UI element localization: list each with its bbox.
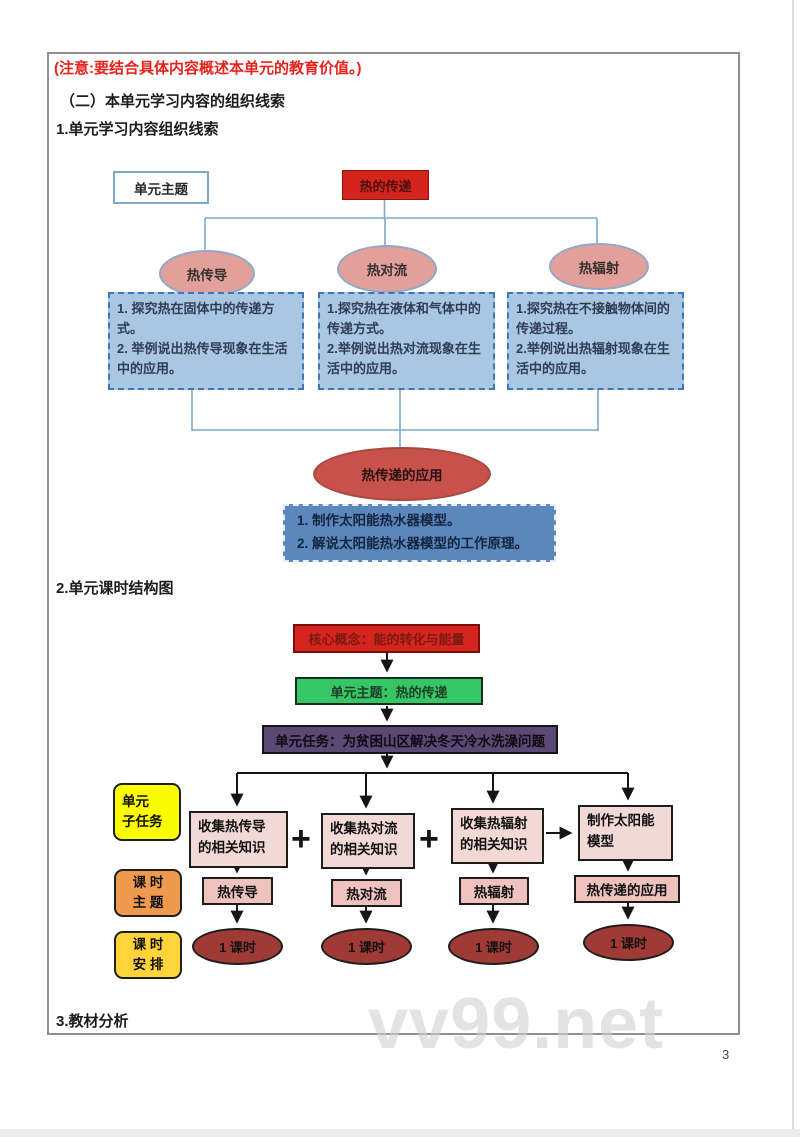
unit-theme-box: 单元主题：热的传递 [295,677,483,705]
subtask-line: 收集热对流 [330,821,398,836]
detail-line: 2. 举例说出热传导现象在生活中的应用。 [117,341,288,377]
subtask-line: 制作太阳能 [587,813,655,828]
row-label-line: 课 时 [132,875,164,891]
page-number: 3 [722,1047,730,1062]
application-detail-box: 1. 制作太阳能热水器模型。 2. 解说太阳能热水器模型的工作原理。 [283,504,556,562]
application-line: 2. 解说太阳能热水器模型的工作原理。 [297,535,529,551]
heading-2: 2.单元课时结构图 [56,580,174,597]
subtask-box-convection: 收集热对流 的相关知识 [321,813,415,869]
detail-box-convection: 1.探究热在液体和气体中的传递方式。 2.举例说出热对流现象在生活中的应用。 [318,292,495,390]
page-right-border [792,0,794,1137]
lesson-count-ellipse: 1 课时 [583,924,674,961]
lesson-topic-conduction: 热传导 [202,877,273,905]
subtask-box-radiation: 收集热辐射 的相关知识 [451,808,544,864]
lesson-topic-convection: 热对流 [331,879,402,907]
lesson-count-ellipse: 1 课时 [321,928,412,965]
subtask-line: 的相关知识 [198,839,266,855]
watermark: vv99.net [368,984,665,1064]
detail-box-radiation: 1.探究热在不接触物体间的传递过程。 2.举例说出热辐射现象在生活中的应用。 [507,292,684,390]
plus-sign: + [419,820,439,858]
branch-ellipse-conduction: 热传导 [159,250,255,297]
lesson-topic-radiation: 热辐射 [459,877,529,905]
heading-3: 3.教材分析 [56,1013,129,1030]
page-bottom-border [0,1129,800,1137]
root-node-heat-transfer: 热的传递 [342,170,429,200]
subtask-box-conduction: 收集热传导 的相关知识 [189,811,288,868]
row-label-line: 子任务 [122,814,163,829]
note-text: (注意:要结合具体内容概述本单元的教育价值。) [54,60,362,77]
detail-line: 2.举例说出热对流现象在生活中的应用。 [327,341,481,377]
row-label-line: 主 题 [132,895,164,910]
unit-task-box: 单元任务：为贫困山区解决冬天冷水洗澡问题 [262,725,558,754]
subtask-line: 的相关知识 [330,841,398,857]
row-label-lesson-schedule: 课 时 安 排 [114,931,182,979]
row-label-subtask: 单元 子任务 [113,783,181,841]
detail-box-conduction: 1. 探究热在固体中的传递方式。 2. 举例说出热传导现象在生活中的应用。 [108,292,304,390]
application-line: 1. 制作太阳能热水器模型。 [297,513,461,528]
heading-1: 1.单元学习内容组织线索 [56,121,219,138]
subtask-line: 收集热传导 [198,819,266,834]
subtask-line: 模型 [587,833,614,849]
subtask-box-solar-model: 制作太阳能 模型 [578,805,673,861]
subtask-line: 的相关知识 [460,836,528,852]
lesson-count-ellipse: 1 课时 [192,928,283,965]
application-ellipse: 热传递的应用 [313,447,491,501]
row-label-line: 安 排 [132,957,164,972]
branch-ellipse-radiation: 热辐射 [549,243,649,290]
subtask-line: 收集热辐射 [460,816,528,831]
detail-line: 2.举例说出热辐射现象在生活中的应用。 [516,341,670,377]
core-concept-box: 核心概念：能的转化与能量 [293,624,480,653]
row-label-line: 单元 [122,794,149,810]
row-label-lesson-topic: 课 时 主 题 [114,869,182,917]
plus-sign: + [291,820,311,858]
detail-line: 1.探究热在不接触物体间的传递过程。 [516,301,670,337]
row-label-line: 课 时 [132,937,164,953]
detail-line: 1. 探究热在固体中的传递方式。 [117,301,275,337]
section-heading: （二）本单元学习内容的组织线索 [60,93,286,110]
lesson-topic-application: 热传递的应用 [574,875,680,903]
branch-ellipse-convection: 热对流 [337,245,437,293]
lesson-count-ellipse: 1 课时 [448,928,539,965]
unit-topic-label-box: 单元主题 [113,171,209,204]
detail-line: 1.探究热在液体和气体中的传递方式。 [327,301,481,337]
